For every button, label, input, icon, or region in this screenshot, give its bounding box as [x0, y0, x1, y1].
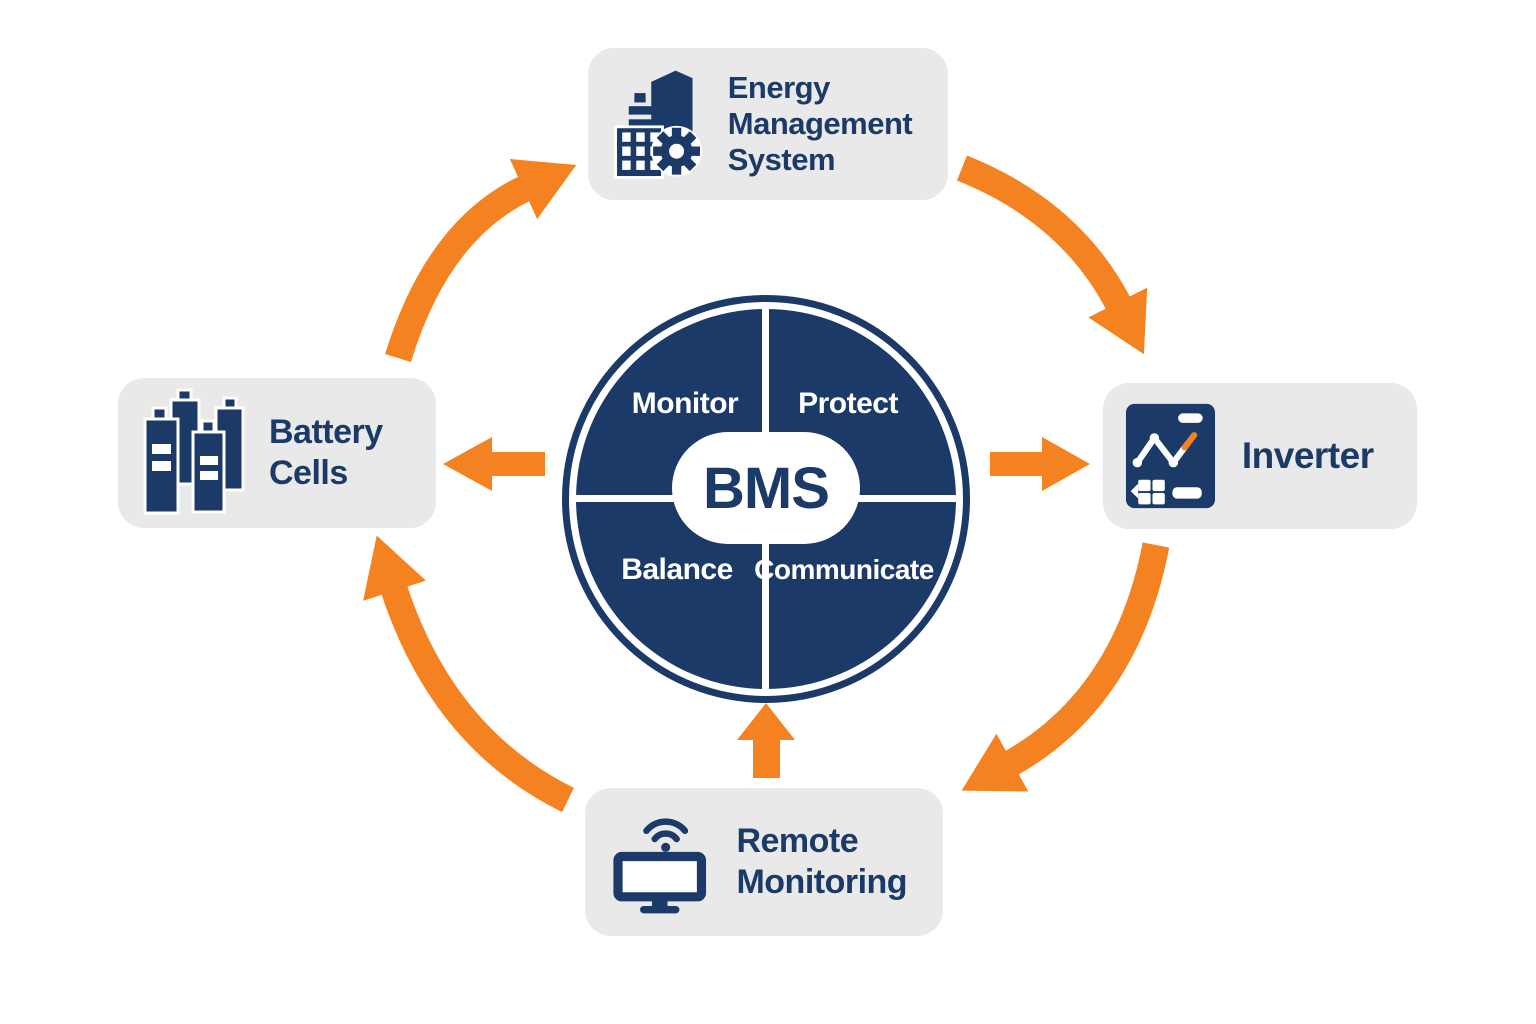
node-label-remote-monitoring: Remote Monitoring [736, 822, 908, 901]
arrow-remote-to-bms [737, 703, 795, 778]
battery-cells-icon [143, 388, 245, 515]
node-battery-cells: Battery Cells [118, 378, 436, 528]
arrow-battery-to-ems [385, 159, 577, 362]
node-label-inverter: Inverter [1241, 435, 1374, 477]
node-label-battery-cells: Battery Cells [269, 413, 383, 492]
arrow-bms-to-battery [443, 437, 545, 491]
quadrant-label-monitor: Monitor [631, 387, 739, 420]
remote-monitoring-icon [613, 818, 707, 914]
quadrant-label-communicate: Communicate [754, 554, 934, 585]
quadrant-label-protect: Protect [798, 387, 898, 420]
arrow-ems-to-inverter [956, 155, 1148, 355]
inverter-icon [1125, 403, 1216, 509]
bms-label: BMS [703, 455, 830, 521]
node-energy-management-system: Energy Management System [588, 48, 948, 200]
node-remote-monitoring: Remote Monitoring [585, 788, 943, 936]
energy-management-icon [614, 70, 702, 179]
node-label-energy-management-system: Energy Management System [727, 69, 913, 178]
arrow-bms-to-inverter [990, 437, 1090, 491]
node-inverter: Inverter [1103, 383, 1417, 529]
arrow-remote-to-battery [363, 535, 574, 813]
quadrant-label-balance: Balance [621, 553, 733, 586]
arrow-inverter-to-remote [961, 542, 1170, 792]
bms-capsule: BMS [672, 432, 860, 544]
